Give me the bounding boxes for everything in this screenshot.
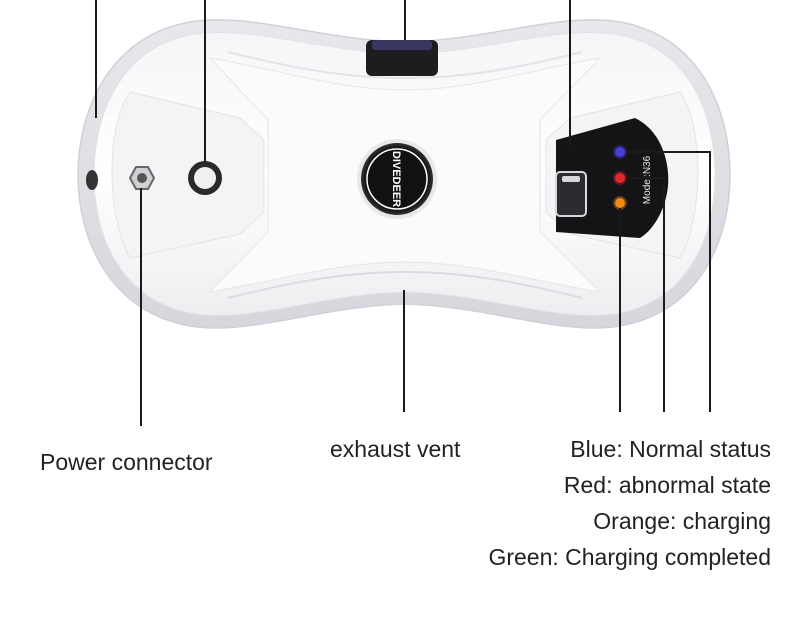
power-connector-pin [137, 173, 147, 183]
exhaust-vent-label: exhaust vent [330, 436, 461, 462]
logo-badge [361, 143, 433, 215]
left-recess [111, 91, 265, 259]
status-red-label: Red: abnormal state [563, 472, 771, 498]
top-clip-highlight [372, 40, 432, 50]
status-orange-label: Orange: charging [593, 508, 771, 534]
callout-line-led-red [626, 177, 665, 412]
callout-lines [95, 0, 711, 426]
power-connector-label: Power connector [40, 449, 213, 475]
charging-port [555, 171, 587, 217]
round-button-face [194, 167, 216, 189]
status-blue-label: Blue: Normal status [570, 436, 771, 462]
logo-inner-ring [366, 148, 428, 210]
charging-port-slot [562, 176, 580, 182]
top-groove [227, 51, 583, 80]
led-blue [613, 145, 627, 159]
model-number-text: Model:N36 [642, 155, 653, 204]
side-button [86, 170, 98, 190]
led-red [613, 171, 627, 185]
callout-line-led-blue [626, 151, 711, 412]
led-orange [613, 196, 627, 210]
brand-logo-text: DIVEDEER [390, 151, 402, 207]
status-green-label: Green: Charging completed [488, 544, 771, 570]
exhaust-vent-groove [227, 270, 583, 299]
